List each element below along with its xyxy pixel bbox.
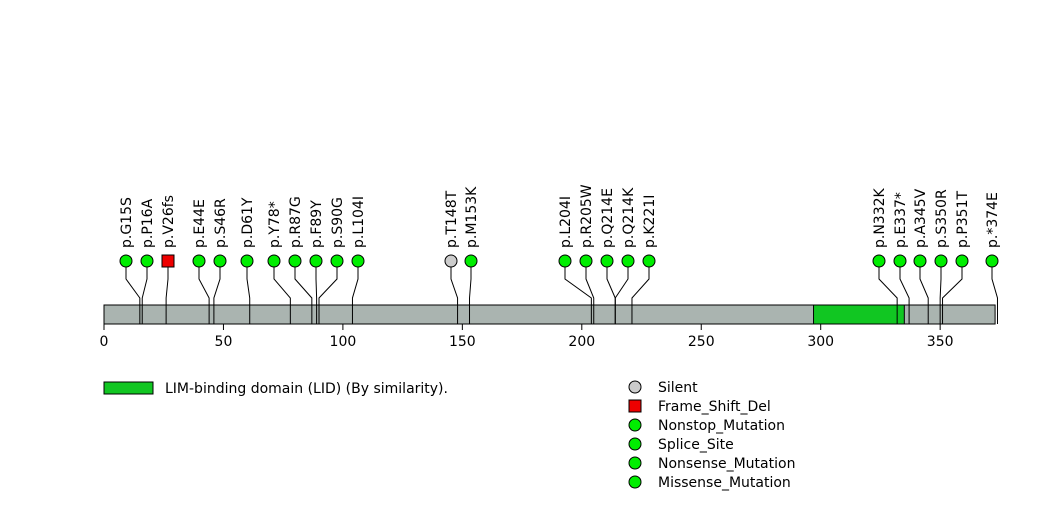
mutation-head-circle	[192, 254, 206, 268]
mutation-head-circle	[985, 254, 999, 268]
mutation-label: p.N332K	[872, 187, 888, 248]
mutation-stem	[141, 261, 148, 324]
mutation-label: p.D61Y	[240, 197, 256, 248]
legend-circle-icon	[628, 380, 642, 394]
mutation-stem	[165, 261, 169, 324]
mutation-head-circle	[955, 254, 969, 268]
mutation-head-circle	[267, 254, 281, 268]
mutation-head-circle	[621, 254, 635, 268]
mutation-head-circle	[240, 254, 254, 268]
mutation-head-circle	[558, 254, 572, 268]
mutation-label: p.S90G	[330, 197, 346, 248]
mutation-stem	[469, 261, 472, 324]
mutation-head-circle	[913, 254, 927, 268]
mutation-head-circle	[893, 254, 907, 268]
x-tick-label: 50	[215, 334, 233, 350]
mutation-head-circle	[330, 254, 344, 268]
mutation-stem	[878, 261, 898, 324]
mutation-stem	[991, 261, 998, 324]
mutation-stem	[318, 261, 338, 324]
mutation-head-circle	[934, 254, 948, 268]
x-tick-label: 200	[568, 334, 595, 350]
mutation-label: p.Q214K	[621, 187, 637, 248]
legend-label: Missense_Mutation	[658, 475, 791, 491]
mutation-head-circle	[579, 254, 593, 268]
x-tick-label: 300	[807, 334, 834, 350]
mutation-head-circle	[351, 254, 365, 268]
legend-label: Nonstop_Mutation	[658, 418, 785, 434]
mutation-label: p.R87G	[288, 196, 304, 248]
mutation-label: p.S350R	[934, 189, 950, 248]
domain-legend-swatch	[103, 381, 154, 395]
mutation-head-circle	[444, 254, 458, 268]
mutation-label: p.G15S	[119, 197, 135, 248]
mutation-stem	[450, 261, 459, 324]
x-tick-label: 100	[330, 334, 357, 350]
mutation-stem	[213, 261, 221, 324]
mutation-stem	[273, 261, 291, 324]
mutation-stem	[246, 261, 251, 324]
mutation-head-circle	[872, 254, 886, 268]
mutation-head-circle	[288, 254, 302, 268]
legend-label: Frame_Shift_Del	[658, 399, 771, 415]
mutation-label: p.E44E	[192, 199, 208, 248]
x-tick-label: 150	[449, 334, 476, 350]
legend-label: Silent	[658, 380, 698, 396]
mutation-stem	[939, 261, 942, 324]
mutation-label: p.L204I	[558, 196, 574, 248]
mutation-head-square	[161, 254, 175, 268]
legend-label: Splice_Site	[658, 437, 734, 453]
legend-label: Nonsense_Mutation	[658, 456, 795, 472]
mutation-head-circle	[642, 254, 656, 268]
mutation-head-circle	[119, 254, 133, 268]
mutation-label: p.F89Y	[309, 200, 325, 248]
mutation-label: p.R205W	[579, 184, 595, 248]
x-tick-label: 350	[927, 334, 954, 350]
legend-circle-icon	[628, 418, 642, 432]
legend-square-icon	[628, 399, 642, 413]
mutation-label: p.K221I	[642, 195, 658, 248]
mutation-stem	[899, 261, 910, 324]
mutation-label: p.P351T	[955, 190, 971, 248]
mutation-stem	[585, 261, 595, 324]
mutation-stem	[315, 261, 318, 324]
mutation-stem	[631, 261, 650, 324]
mutation-head-circle	[213, 254, 227, 268]
mutation-label: p.E337*	[893, 192, 909, 248]
mutation-stem	[198, 261, 210, 324]
mutation-stem	[351, 261, 359, 324]
mutation-head-circle	[464, 254, 478, 268]
mutation-stem	[614, 261, 629, 324]
mutation-stem	[294, 261, 313, 324]
legend-circle-icon	[628, 475, 642, 489]
mutation-label: p.L104I	[351, 196, 367, 248]
mutation-head-circle	[600, 254, 614, 268]
legend-circle-icon	[628, 437, 642, 451]
mutation-label: p.Q214E	[600, 188, 616, 248]
mutation-label: p.*374E	[985, 192, 1001, 248]
domain-legend-label: LIM-binding domain (LID) (By similarity)…	[165, 381, 448, 397]
legend-circle-icon	[628, 456, 642, 470]
mutation-stem	[564, 261, 592, 324]
x-tick-label: 0	[100, 334, 109, 350]
mutation-label: p.P16A	[140, 198, 156, 248]
mutation-label: p.Y78*	[267, 201, 283, 248]
mutation-label: p.A345V	[913, 188, 929, 248]
mutation-stem	[919, 261, 929, 324]
domain-0	[813, 304, 905, 325]
x-tick-label: 250	[688, 334, 715, 350]
mutation-label: p.V26fs	[161, 195, 177, 248]
mutation-stem	[942, 261, 963, 324]
mutation-label: p.M153K	[464, 186, 480, 248]
mutation-label: p.S46R	[213, 198, 229, 248]
mutation-head-circle	[140, 254, 154, 268]
mutation-stem	[125, 261, 141, 324]
mutation-label: p.T148T	[444, 190, 460, 248]
mutation-head-circle	[309, 254, 323, 268]
